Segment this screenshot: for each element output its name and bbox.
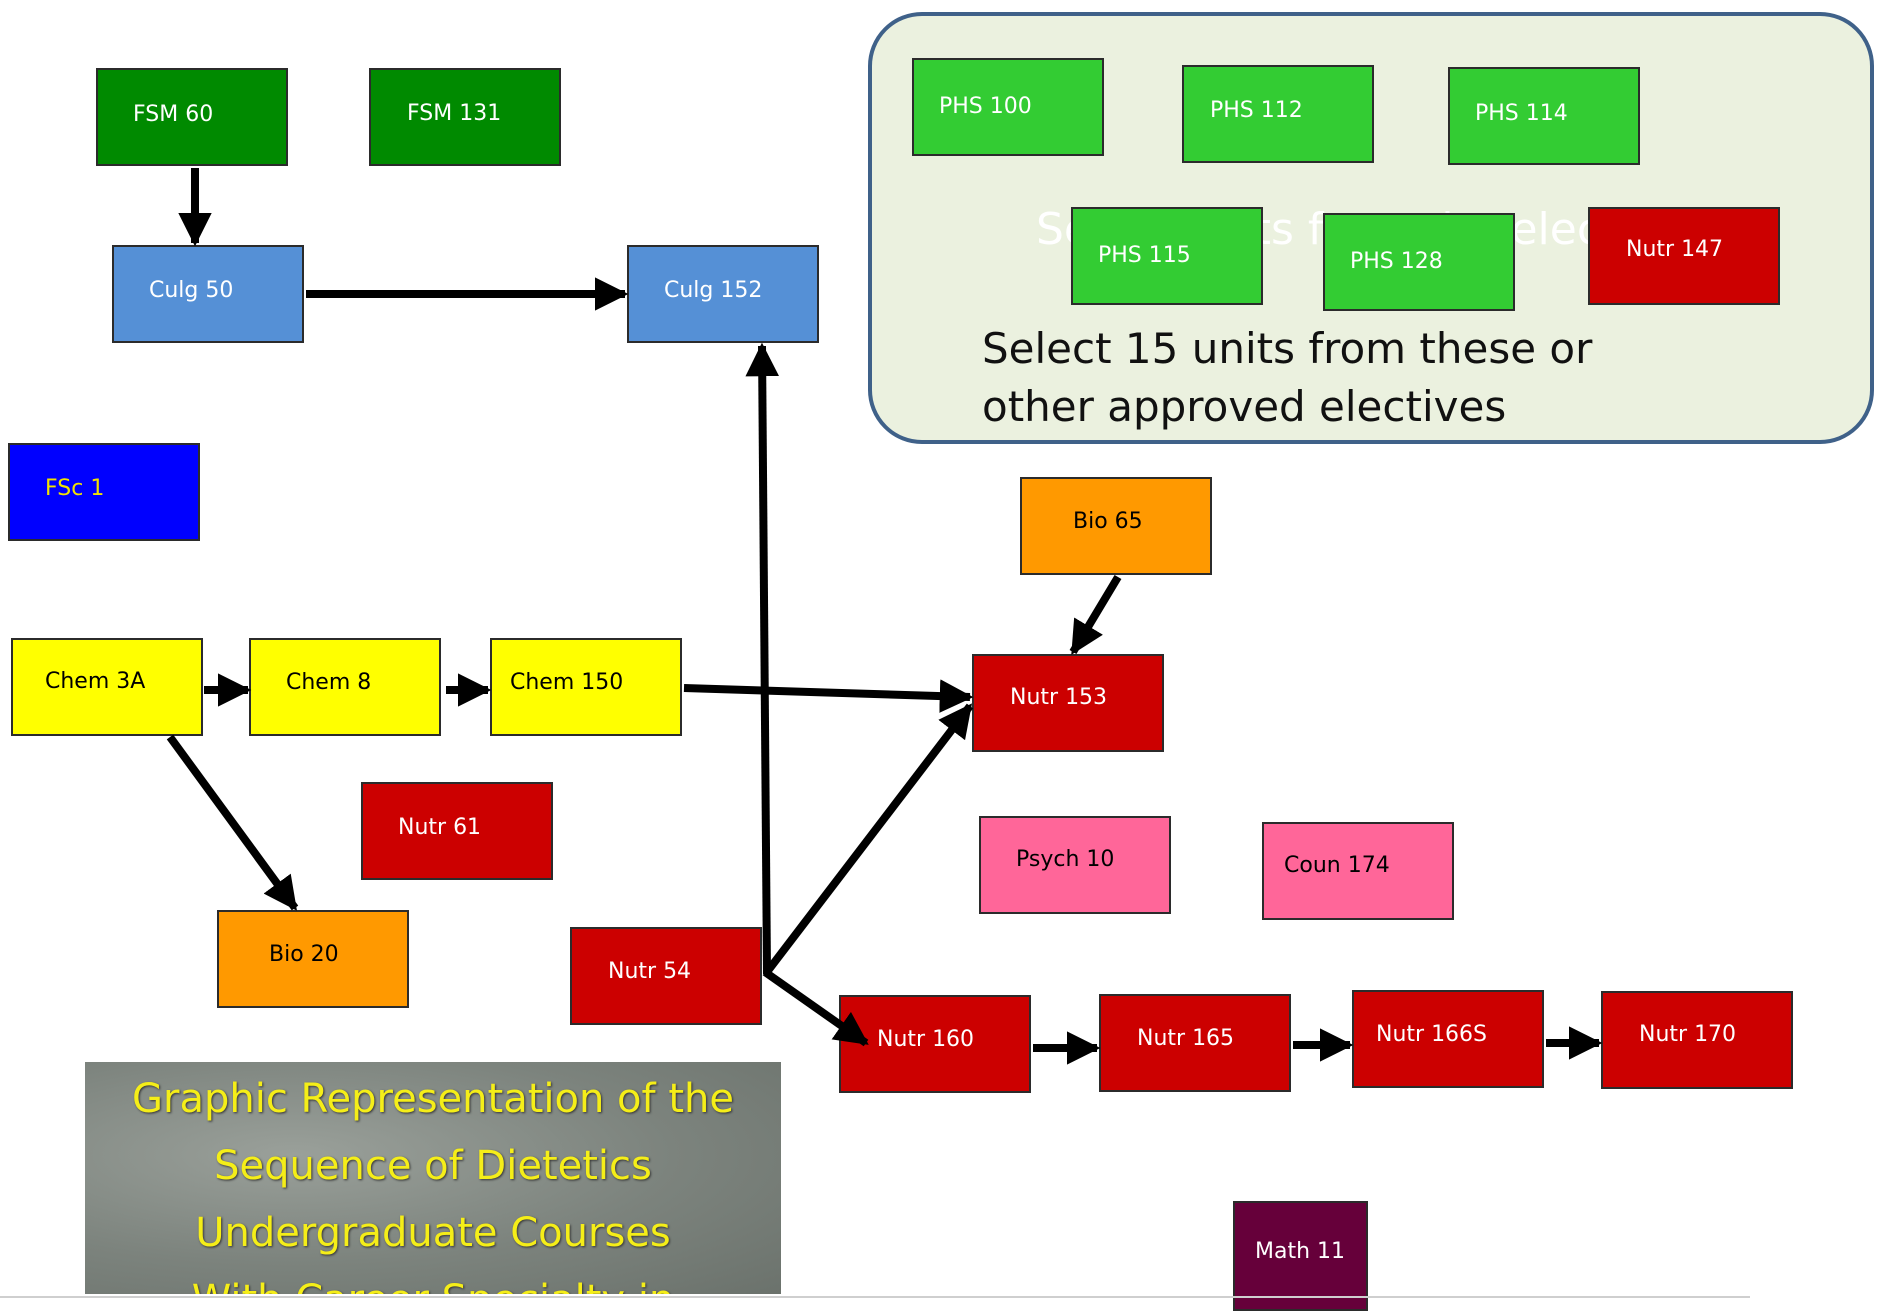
course-label: Nutr 166S [1376, 1022, 1488, 1047]
course-label: Nutr 170 [1639, 1022, 1737, 1047]
course-chem150: Chem 150 [490, 638, 682, 736]
course-label: Nutr 61 [398, 815, 482, 840]
course-nutr61: Nutr 61 [361, 782, 553, 880]
course-coun174: Coun 174 [1262, 822, 1454, 920]
course-phs100: PHS 100 [912, 58, 1104, 156]
course-label: Bio 65 [1073, 509, 1143, 534]
course-bio20: Bio 20 [217, 910, 409, 1008]
course-nutr165: Nutr 165 [1099, 994, 1291, 1092]
course-phs115: PHS 115 [1071, 207, 1263, 305]
electives-note: Select 15 units from these or other appr… [982, 324, 1593, 431]
course-chem8: Chem 8 [249, 638, 441, 736]
title-line-2: Sequence of Dietetics [214, 1143, 652, 1189]
course-label: Nutr 160 [877, 1027, 975, 1052]
course-fsm131: FSM 131 [369, 68, 561, 166]
course-nutr153: Nutr 153 [972, 654, 1164, 752]
arrow-chem150-nutr153 [683, 679, 974, 713]
course-chem3a: Chem 3A [11, 638, 203, 736]
course-nutr166s: Nutr 166S [1352, 990, 1544, 1088]
course-phs128: PHS 128 [1323, 213, 1515, 311]
course-nutr147: Nutr 147 [1588, 207, 1780, 305]
course-psych10: Psych 10 [979, 816, 1171, 914]
course-label: Culg 152 [664, 278, 763, 303]
course-label: Nutr 147 [1626, 237, 1724, 262]
course-label: FSM 131 [407, 101, 502, 126]
course-label: Culg 50 [149, 278, 234, 303]
course-nutr54: Nutr 54 [570, 927, 762, 1025]
course-label: FSM 60 [133, 102, 214, 127]
course-fsm60: FSM 60 [96, 68, 288, 166]
course-nutr170: Nutr 170 [1601, 991, 1793, 1089]
course-label: Psych 10 [1016, 847, 1115, 872]
arrow-nutr54-culg152 [745, 342, 780, 975]
course-label: FSc 1 [45, 476, 105, 501]
course-culg50: Culg 50 [112, 245, 304, 343]
title-line-3: Undergraduate Courses [195, 1210, 671, 1256]
course-label: PHS 100 [939, 94, 1032, 119]
course-label: Math 11 [1255, 1239, 1346, 1264]
course-nutr160: Nutr 160 [839, 995, 1031, 1093]
course-bio65: Bio 65 [1020, 477, 1212, 575]
title-line-4: With Career Specialty in [85, 1267, 781, 1294]
arrow-bio65-nutr153 [1069, 574, 1122, 655]
course-phs112: PHS 112 [1182, 65, 1374, 163]
course-fsc1: FSc 1 [8, 443, 200, 541]
course-phs114: PHS 114 [1448, 67, 1640, 165]
course-label: Nutr 153 [1010, 685, 1108, 710]
course-label: PHS 128 [1350, 249, 1443, 274]
course-label: Coun 174 [1284, 853, 1390, 878]
arrow-nutr54-nutr153 [763, 703, 974, 975]
bottom-divider [0, 1296, 1750, 1298]
arrow-nutr54-nutr160 [762, 968, 869, 1047]
course-label: Chem 150 [510, 670, 624, 695]
course-label: Nutr 54 [608, 959, 692, 984]
diagram-title-block: Graphic Representation of the Sequence o… [85, 1062, 781, 1294]
course-label: Nutr 165 [1137, 1026, 1235, 1051]
course-label: PHS 112 [1210, 98, 1303, 123]
course-math11: Math 11 [1233, 1201, 1368, 1311]
course-label: Bio 20 [269, 942, 339, 967]
course-label: Chem 8 [286, 670, 372, 695]
course-label: Chem 3A [45, 669, 146, 694]
arrow-chem3a-bio20 [166, 734, 299, 911]
title-line-1: Graphic Representation of the [132, 1076, 734, 1122]
course-label: PHS 114 [1475, 101, 1568, 126]
course-label: PHS 115 [1098, 243, 1191, 268]
